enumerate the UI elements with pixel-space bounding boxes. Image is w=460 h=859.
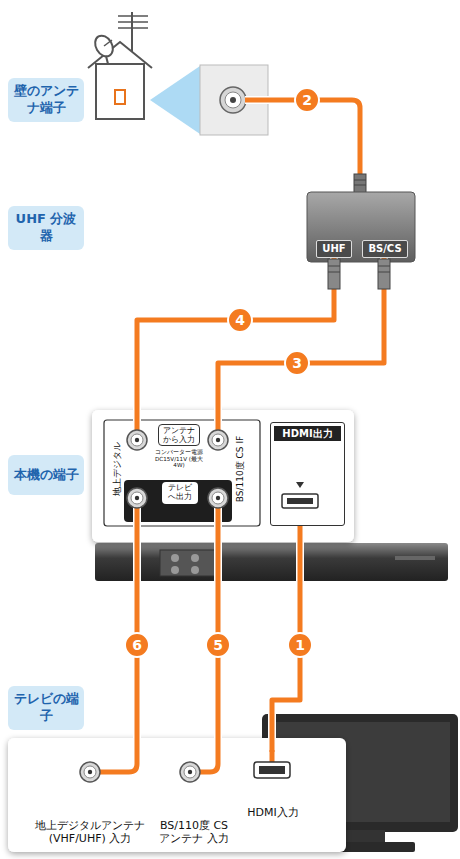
terminal-label: アンテナ から入力 (158, 424, 200, 446)
cable (137, 258, 334, 430)
splitter-body (307, 174, 415, 262)
callout-number: 4 (227, 307, 253, 333)
terminal-column: 地上デジタル (106, 430, 156, 508)
terminal-column: BS/110度 CS IF (200, 430, 250, 508)
node-text: テレビ へ出力 (164, 483, 196, 501)
hdmi-port (254, 482, 318, 778)
splitter-plug (328, 259, 390, 289)
f-connector (180, 762, 200, 782)
port-label: BS/CS (362, 240, 408, 258)
cable (218, 258, 384, 430)
node-text: アンテナ から入力 (161, 426, 197, 444)
recorder-illustration (92, 410, 448, 581)
cable-outline (137, 258, 334, 430)
cable-outline (218, 258, 384, 430)
tv-terminal: 地上デジタルアンテナ (VHF/UHF) 入力 (28, 752, 152, 848)
node-text: BS/110度 CSアンテナ 入力 (156, 819, 232, 847)
callout-number: 1 (287, 632, 313, 658)
callout-number: 3 (284, 350, 310, 376)
cable-outline (133, 508, 141, 752)
node-text: 地上デジタルアンテナ (VHF/UHF) 入力 (28, 819, 152, 847)
terminal-label: テレビ へ出力 (162, 482, 198, 504)
f-connector (208, 430, 228, 450)
port-label: UHF (316, 240, 352, 258)
tv-terminal: BS/110度 CSアンテナ 入力 (156, 752, 232, 848)
node-text: UHF 分波器 (12, 211, 80, 245)
node-text: テレビの端子 (12, 691, 80, 725)
tv-terminal: HDMI入力 (238, 752, 308, 822)
side-label: UHF 分波器 (8, 206, 84, 250)
f-connector (80, 430, 228, 782)
side-label: 壁のアンテナ端子 (8, 78, 84, 122)
cable (135, 508, 140, 752)
callout-number: 5 (205, 632, 231, 658)
side-label: テレビの端子 (8, 686, 84, 730)
tv-illustration (8, 714, 458, 852)
side-label: 本機の端子 (8, 455, 84, 495)
cable (216, 508, 221, 752)
node-text: 本機の端子 (12, 467, 80, 484)
node-text: BS/CS (363, 241, 407, 257)
node-text: HDMI入力 (238, 806, 308, 820)
hdmi-output-box: HDMI出力 (270, 422, 345, 526)
node-text: UHF (317, 241, 351, 257)
f-connector (127, 488, 147, 508)
node-text: HDMI出力 (274, 426, 341, 441)
power-note: コンバーター電源 DC15V/11V (最大4W) (155, 449, 203, 469)
cable-outline (214, 508, 222, 752)
callout-number: 2 (294, 87, 320, 113)
f-connector (80, 762, 100, 782)
vertical-label: 地上デジタル (111, 442, 124, 496)
f-connector (127, 430, 147, 450)
house-illustration (88, 12, 200, 134)
node-text: 壁のアンテナ端子 (12, 83, 80, 117)
callout-number: 6 (124, 632, 150, 658)
vertical-label: BS/110度 CS IF (234, 436, 247, 503)
f-connector (208, 488, 228, 508)
